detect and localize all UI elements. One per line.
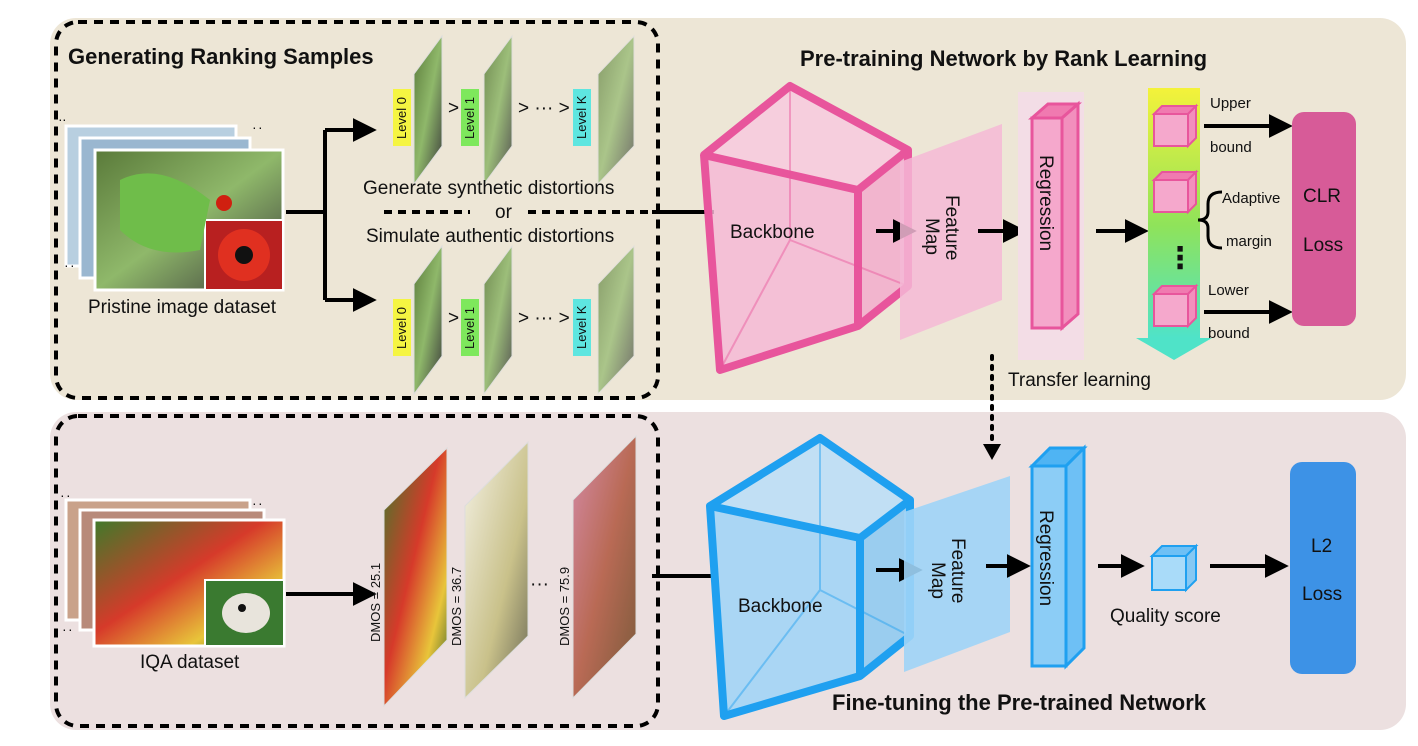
ranking-samples-title: Generating Ranking Samples — [68, 44, 374, 69]
svg-text:·: · — [258, 119, 263, 135]
dmos-label-1: DMOS = 25.1 — [368, 563, 383, 642]
svg-text:> ··· >: > ··· > — [518, 308, 570, 329]
svg-text:·: · — [62, 621, 67, 637]
dmos-image — [383, 446, 448, 708]
feature-map-label-bottom-2: Map — [927, 562, 948, 599]
iqa-dataset-box — [54, 414, 660, 728]
distorted-image — [413, 244, 443, 396]
branch-connector — [286, 130, 327, 300]
backbone-label-bottom: Backbone — [738, 596, 823, 617]
dmos-label-2: DMOS = 36.7 — [449, 567, 464, 646]
svg-text:>: > — [448, 308, 459, 329]
upper-label-2: bound — [1210, 139, 1252, 156]
margin-label: margin — [1226, 233, 1272, 250]
quality-score-cube — [1149, 543, 1199, 593]
pretraining-title: Pre-training Network by Rank Learning — [800, 46, 1207, 71]
backbone-pink — [700, 82, 912, 374]
feature-map-pink — [900, 124, 1002, 340]
clr-loss-box — [1292, 112, 1356, 326]
feature-map-label-top-1: Feature — [941, 195, 962, 260]
svg-text:···: ··· — [530, 574, 549, 595]
regression-label-bottom: Regression — [1035, 510, 1056, 606]
cube-upper — [1151, 103, 1199, 149]
l2-loss-label: Loss — [1302, 584, 1342, 605]
synthetic-distortions-text: Generate synthetic distortions — [363, 178, 614, 199]
distorted-image — [413, 34, 443, 186]
cube-lower — [1151, 283, 1199, 329]
upper-label-1: Upper — [1210, 95, 1251, 112]
svg-text:·: · — [258, 495, 263, 511]
distorted-image — [597, 34, 635, 186]
l2-loss-box — [1290, 462, 1356, 674]
dmos-image-row: DMOS = 25.1 DMOS = 36.7 ··· DMOS = 75.9 — [368, 434, 637, 708]
rank-output-column: ⋮ — [1136, 88, 1212, 360]
svg-text:·: · — [68, 621, 73, 637]
authentic-distortion-row: Level 0 > Level 1 > ··· > Level K — [393, 244, 635, 396]
adaptive-label: Adaptive — [1222, 190, 1280, 207]
regression-blue — [1028, 444, 1088, 670]
backbone-label-top: Backbone — [730, 222, 815, 243]
lower-label-1: Lower — [1208, 282, 1249, 299]
svg-text:·: · — [252, 495, 257, 511]
authentic-distortions-text: Simulate authentic distortions — [366, 226, 614, 247]
level-1-tag: Level 1 — [462, 97, 477, 139]
level-k-tag: Level K — [574, 95, 589, 139]
regression-label-top: Regression — [1035, 155, 1056, 251]
regression-pink — [1018, 92, 1084, 360]
svg-text:>: > — [448, 98, 459, 119]
l2-label: L2 — [1311, 536, 1332, 557]
transfer-label: Transfer learning — [1008, 370, 1151, 391]
dmos-label-3: DMOS = 75.9 — [557, 567, 572, 646]
svg-text:·: · — [66, 487, 71, 503]
pristine-image-stack: · · · · · · — [58, 111, 285, 292]
svg-text:·: · — [70, 257, 75, 273]
clr-label: CLR — [1303, 186, 1341, 207]
distorted-image — [597, 244, 635, 396]
svg-text:Level K: Level K — [574, 305, 589, 349]
finetuning-title: Fine-tuning the Pre-trained Network — [832, 690, 1207, 715]
svg-text:Level 1: Level 1 — [462, 307, 477, 349]
svg-text:·: · — [60, 487, 65, 503]
iqa-image-stack: · · · · · · — [60, 487, 286, 648]
svg-text:Level 0: Level 0 — [394, 307, 409, 349]
pristine-dataset-label: Pristine image dataset — [88, 297, 277, 318]
svg-text:> ··· >: > ··· > — [518, 98, 570, 119]
dmos-image — [572, 434, 637, 700]
distorted-image — [483, 34, 513, 186]
svg-text:·: · — [58, 111, 63, 127]
cube-middle — [1151, 169, 1199, 215]
quality-score-label: Quality score — [1110, 606, 1221, 627]
iqa-dataset-label: IQA dataset — [140, 652, 240, 673]
svg-text:·: · — [252, 119, 257, 135]
synthetic-distortion-row: Level 0 > Level 1 > ··· > Level K — [393, 34, 635, 186]
or-text: or — [495, 202, 513, 223]
level-0-tag: Level 0 — [394, 97, 409, 139]
distorted-image — [483, 244, 513, 396]
feature-map-label-top-2: Map — [921, 218, 942, 255]
margin-brace — [1197, 190, 1223, 250]
dmos-image — [464, 440, 529, 700]
lower-label-2: bound — [1208, 325, 1250, 342]
svg-text:·: · — [62, 111, 67, 127]
feature-map-label-bottom-1: Feature — [947, 538, 968, 603]
vertical-ellipsis: ⋮ — [1165, 242, 1195, 275]
feature-map-blue — [904, 476, 1010, 672]
svg-text:·: · — [64, 257, 69, 273]
clr-loss-label: Loss — [1303, 235, 1343, 256]
